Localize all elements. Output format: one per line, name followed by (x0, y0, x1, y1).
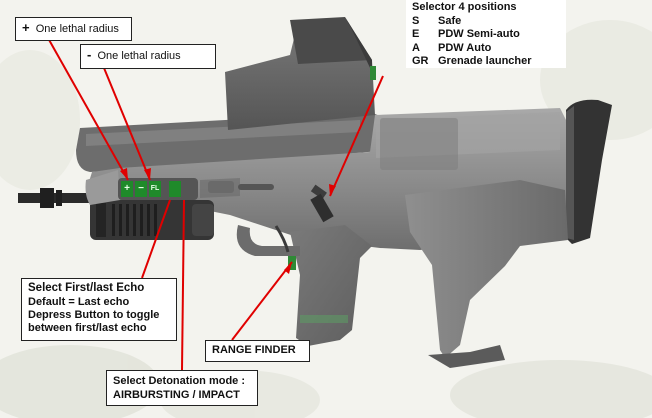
pistol-grip (290, 225, 372, 346)
detonation-mode-button[interactable] (169, 181, 181, 197)
minus-radius-text: One lethal radius (97, 50, 181, 62)
minus-radius-glyph: − (138, 183, 144, 194)
barrel (18, 188, 90, 208)
range-finder-text: RANGE FINDER (212, 344, 296, 356)
control-buttons: + − FL (121, 181, 181, 197)
plus-radius-glyph: + (124, 183, 130, 194)
detonation-modes: AIRBURSTING / IMPACT (113, 389, 240, 401)
plus-radius-text: One lethal radius (35, 23, 119, 35)
echo-title: Select First/last Echo (28, 282, 145, 294)
pointer-arrowheads (120, 168, 336, 274)
echo-line: between first/last echo (28, 322, 147, 334)
range-finder-label: RANGE FINDER (205, 340, 310, 362)
selector-switch (310, 184, 334, 223)
minus-radius-label: - One lethal radius (80, 44, 216, 69)
pointer-lines (47, 37, 384, 371)
minus-symbol: - (87, 47, 92, 62)
plus-radius-button[interactable]: + (121, 181, 133, 197)
front-nose (85, 170, 120, 205)
first-last-echo-glyph: FL (150, 185, 160, 192)
echo-line: Default = Last echo (28, 296, 130, 308)
selector-title: Selector 4 positions (412, 1, 517, 13)
echo-line: Depress Button to toggle (28, 309, 160, 321)
plus-radius-label: + One lethal radius (15, 17, 132, 41)
butt-stock (566, 99, 612, 244)
trigger-guard (236, 225, 300, 256)
plus-symbol: + (22, 20, 30, 35)
stock-frame (405, 180, 568, 358)
detonation-title: Select Detonation mode : (113, 375, 246, 387)
first-last-echo-button[interactable]: FL (149, 181, 161, 197)
grenade-launcher (90, 200, 214, 240)
red-dot-sight (225, 17, 376, 130)
minus-radius-button[interactable]: − (135, 181, 147, 197)
detonation-label: Select Detonation mode : AIRBURSTING / I… (106, 370, 258, 406)
echo-label: Select First/last Echo Default = Last ec… (21, 278, 177, 341)
